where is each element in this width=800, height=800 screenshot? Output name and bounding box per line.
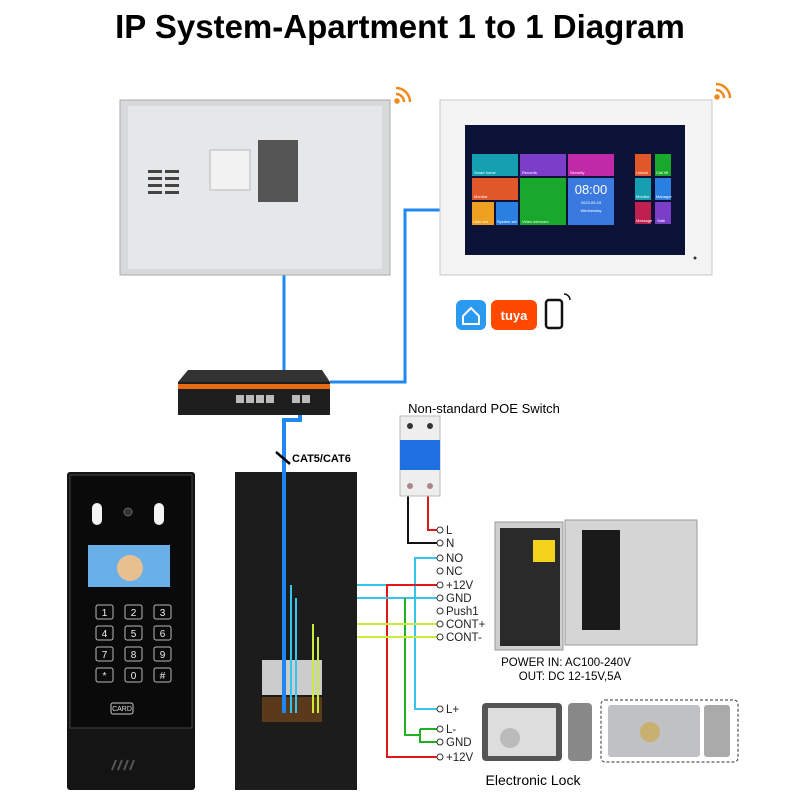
electronic-lock: [482, 699, 739, 763]
screen-date: 2023-05-15: [581, 200, 602, 205]
keypad-key-label: 6: [160, 629, 166, 640]
keypad-key: [95, 604, 114, 620]
keypad-key-label: *: [103, 671, 107, 682]
keypad-key: [95, 667, 114, 683]
wire-l: [427, 495, 437, 531]
lock-terminal-12v: +12V: [446, 752, 474, 764]
terminal-n: N: [446, 538, 454, 550]
indoor-monitor-front: Smart home Records Security Monitor Vide…: [439, 99, 713, 276]
tile-smart-home: Smart home: [474, 170, 497, 175]
wire-no-to-lplus: [414, 557, 437, 710]
keypad-key-label: 9: [160, 650, 166, 661]
lock-label: Electronic Lock: [486, 772, 582, 788]
tile-monitor: Monitor: [474, 194, 488, 199]
keypad-key: [153, 667, 172, 683]
keypad-key-label: 2: [131, 608, 137, 619]
psu-terminals: L N NO NC +12V GND Push1 CONT+ CONT- L+ …: [436, 525, 486, 764]
wire-n: [407, 495, 437, 544]
keypad-key-label: 1: [102, 608, 108, 619]
terminal-no: NO: [446, 553, 463, 565]
ethernet-wire-indoor-front: [330, 208, 440, 384]
tile-system-set: System set: [497, 219, 518, 224]
wire-12v-to-lock: [386, 584, 437, 758]
keypad-key-label: 5: [131, 629, 137, 640]
card-label: CARD: [112, 706, 132, 713]
terminal-nc: NC: [446, 566, 463, 578]
ethernet-port: [258, 140, 298, 202]
keypad-key: [124, 667, 143, 683]
terminal-push1: Push1: [446, 606, 479, 618]
terminal-cont-minus: CONT-: [446, 632, 482, 644]
terminal-l: L: [446, 525, 453, 537]
terminal-gnd: GND: [446, 593, 472, 605]
tile-security: Security: [570, 170, 584, 175]
keypad-key-label: 7: [102, 650, 108, 661]
poe-switch: [178, 370, 330, 415]
keypad-key-label: 8: [131, 650, 137, 661]
cable-label: CAT5/CAT6: [292, 453, 351, 465]
tile-message: Message: [636, 218, 653, 223]
screen-clock: 08:00: [575, 182, 608, 197]
keypad-key: [153, 646, 172, 662]
keypad-key-label: 4: [102, 629, 108, 640]
terminal-cont-plus: CONT+: [446, 619, 486, 631]
tile-manager: Manager: [656, 194, 672, 199]
cable-marker: [275, 451, 291, 465]
wire-lock-gnd: [419, 729, 437, 743]
tile-call-lift: Call lift: [656, 170, 669, 175]
diagram-title: IP System-Apartment 1 to 1 Diagram: [115, 8, 685, 45]
keypad-key-label: 3: [160, 608, 166, 619]
keypad-key: [124, 604, 143, 620]
station-wire-ends: [282, 472, 319, 713]
lock-terminal-lminus: L-: [446, 724, 456, 736]
screen-weekday: Wednesday: [580, 208, 601, 213]
keypad-key-label: #: [160, 671, 166, 682]
indoor-monitor-back: [119, 99, 391, 276]
keypad-key-label: 0: [131, 671, 137, 682]
tile-monitor-2: Monitor: [636, 194, 650, 199]
tile-user-set: User set: [473, 219, 489, 224]
power-out-label: OUT: DC 12-15V,5A: [519, 671, 622, 683]
tile-video-intercom: Video intercom: [522, 219, 549, 224]
psu-label-plate: [582, 530, 620, 630]
keypad-key: [124, 646, 143, 662]
wire-gnd-to-lock: [404, 598, 420, 736]
lock-terminal-gnd: GND: [446, 737, 472, 749]
keypad-key: [153, 625, 172, 641]
keypad: 1 2 3 4 5 6 7 8 9 * 0 #: [95, 604, 172, 683]
tile-records: Records: [522, 170, 537, 175]
door-station-front: CARD: [67, 472, 195, 790]
keypad-key: [95, 646, 114, 662]
keypad-key: [95, 625, 114, 641]
home-app-icon: [456, 300, 486, 330]
tuya-icon: tuya: [491, 300, 537, 330]
tile-unlock: Unlock: [636, 170, 648, 175]
terminal-12v: +12V: [446, 580, 474, 592]
tuya-text: tuya: [501, 308, 529, 323]
keypad-key: [124, 625, 143, 641]
tile-safe: Safe: [657, 218, 666, 223]
power-supply: [494, 519, 698, 651]
poe-switch-label: Non-standard POE Switch: [408, 401, 560, 416]
lock-terminal-lplus: L+: [446, 704, 459, 716]
wifi-icon: [394, 82, 732, 104]
power-in-label: POWER IN: AC100-240V: [501, 657, 631, 669]
circuit-breaker: [399, 415, 441, 497]
phone-icon: [544, 293, 571, 330]
keypad-key: [153, 604, 172, 620]
